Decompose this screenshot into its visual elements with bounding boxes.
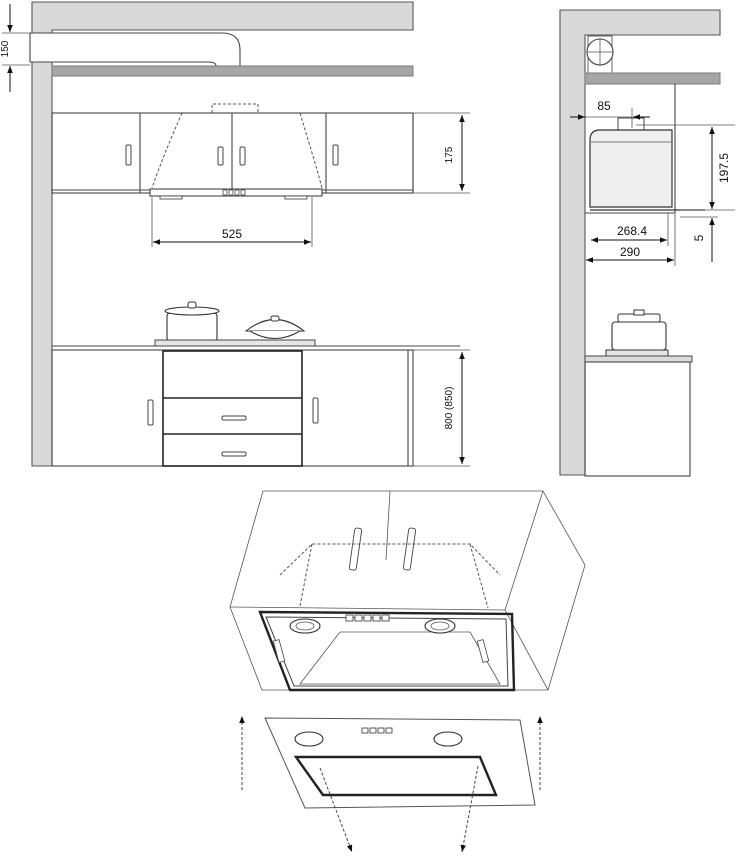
- front-shelf: [51, 65, 414, 77]
- wok: [244, 315, 306, 340]
- side-shelf: [584, 72, 721, 85]
- hood-side-body: [589, 129, 673, 208]
- panel-filter-frame: [293, 755, 498, 797]
- cabinet-handle: [125, 144, 132, 166]
- panel-button: [369, 727, 377, 734]
- isometric-view: [229, 490, 586, 853]
- wok-knob: [270, 315, 280, 322]
- drawer-handle: [221, 451, 247, 457]
- hood-light: [159, 195, 183, 200]
- side-view: 85 197.5 5 268.4 290: [559, 9, 735, 477]
- panel-light: [433, 731, 463, 747]
- hood-button-iso: [381, 614, 390, 622]
- hood-light-iso: [289, 618, 321, 634]
- hood-side-clip: [476, 639, 490, 663]
- hood-button-iso: [345, 614, 354, 622]
- hood-button: [228, 189, 234, 196]
- hood-hidden-right: [299, 112, 323, 189]
- hood-light-iso-inner: [430, 621, 450, 631]
- hood-filter-edge: [299, 631, 501, 685]
- hood-frame-inner: [265, 616, 509, 687]
- wok-body: [249, 330, 301, 340]
- hood-light-iso-inner: [295, 621, 315, 631]
- hood-button: [240, 189, 246, 196]
- dim-175-label: 175: [444, 146, 455, 163]
- side-pot-knob: [633, 309, 645, 316]
- hood-hidden-top: [279, 543, 501, 576]
- hood-side-clip: [272, 639, 286, 663]
- cabinet-handle: [332, 144, 339, 166]
- hood-side-chimney: [617, 117, 645, 131]
- dim-5-label: 5: [692, 234, 706, 241]
- hood-hidden-side: [299, 543, 489, 609]
- panel-button: [377, 727, 385, 734]
- dim-150-label: 150: [0, 40, 11, 57]
- duct-outer-edge: [30, 32, 241, 67]
- cabinet-handle: [239, 146, 246, 166]
- panel-button: [361, 727, 369, 734]
- front-view: 150 175 525: [0, 1, 470, 467]
- oven-column: [162, 350, 303, 467]
- dim-290-label: 290: [620, 245, 640, 259]
- hood-button: [222, 189, 228, 196]
- side-worktop: [584, 355, 693, 363]
- cabinet-door-split: [385, 490, 391, 561]
- box-handle: [348, 527, 363, 571]
- drawer-handle: [221, 415, 247, 421]
- pot-body: [166, 312, 218, 342]
- hood-frame-outer: [258, 610, 516, 692]
- hood-light: [284, 195, 308, 200]
- hood-light-iso: [424, 618, 456, 634]
- panel-light: [294, 731, 324, 747]
- hood-hidden-chimney: [211, 103, 259, 113]
- box-handle: [402, 527, 417, 571]
- dim-85-label: 85: [597, 99, 611, 113]
- panel-button: [385, 727, 393, 734]
- duct-wall-opening: [30, 33, 54, 62]
- side-pot-body: [611, 321, 667, 351]
- base-door-handle: [147, 399, 154, 426]
- dim-800-label: 800 (850): [444, 387, 455, 430]
- dim-525-label: 525: [222, 227, 242, 241]
- pot: [164, 301, 220, 342]
- side-hob: [605, 349, 669, 357]
- dim-197-label: 197.5: [717, 153, 731, 183]
- panel-outline: [264, 717, 536, 809]
- side-wall-ceiling: [559, 9, 721, 476]
- hood-button-iso: [372, 614, 381, 622]
- cabinet-handle: [217, 146, 224, 166]
- base-door-handle: [312, 397, 319, 424]
- hood-button-iso: [363, 614, 372, 622]
- hood-hidden-left: [151, 112, 183, 189]
- hood-button: [234, 189, 240, 196]
- hood-button-iso: [354, 614, 363, 622]
- pot-knob: [187, 301, 197, 309]
- front-wall-ceiling: [31, 1, 414, 467]
- side-pot: [605, 309, 669, 357]
- dim-268-label: 268.4: [617, 224, 647, 238]
- side-base-cabinet: [584, 361, 691, 477]
- release-arrow-right: [460, 765, 479, 853]
- hob: [154, 339, 316, 347]
